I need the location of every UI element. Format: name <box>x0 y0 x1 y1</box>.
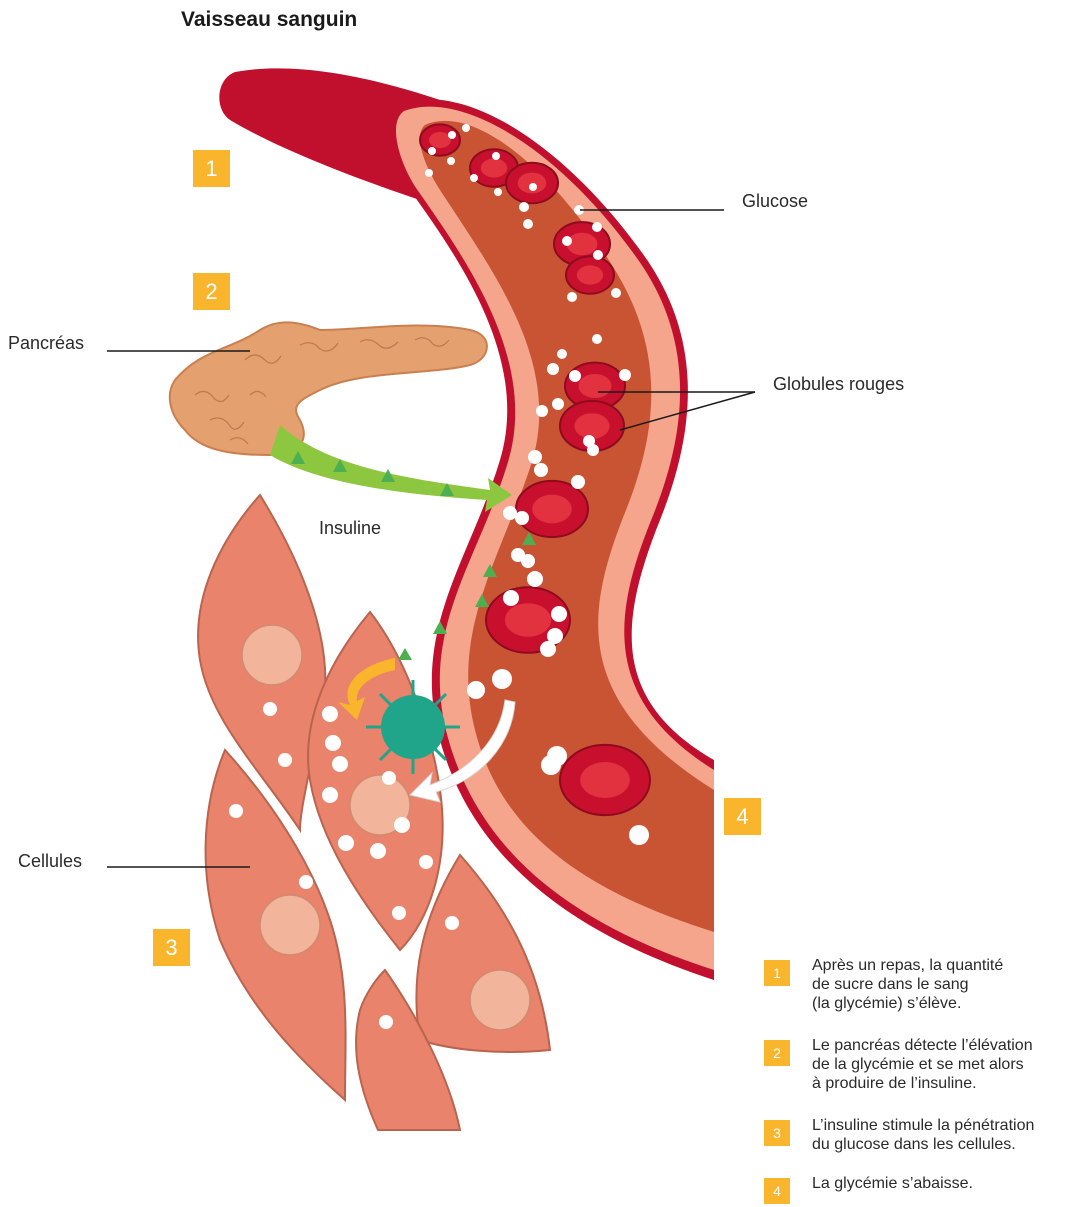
glucose-molecule <box>557 349 567 359</box>
glucose-molecule <box>370 843 386 859</box>
step-badge-2: 2 <box>193 273 230 310</box>
glucose-label: Glucose <box>742 191 808 212</box>
insulin-arrow <box>270 425 512 512</box>
legend: 1 Après un repas, la quantité de sucre d… <box>764 956 1069 1204</box>
glucose-molecule <box>523 219 533 229</box>
pancreas-label: Pancréas <box>8 333 84 354</box>
legend-badge: 2 <box>764 1040 790 1066</box>
nucleus <box>242 625 302 685</box>
nucleus <box>470 970 530 1030</box>
legend-item-4: 4 La glycémie s’abaisse. <box>764 1174 1069 1204</box>
glucose-molecule <box>611 288 621 298</box>
glucose-molecule <box>503 590 519 606</box>
glucose-molecule <box>322 787 338 803</box>
legend-badge: 4 <box>764 1178 790 1204</box>
glucose-molecule <box>325 735 341 751</box>
red-blood-cell <box>420 124 460 155</box>
glucose-molecule <box>462 124 470 132</box>
glucose-molecule <box>547 363 559 375</box>
legend-badge: 3 <box>764 1120 790 1146</box>
legend-text: Le pancréas détecte l’élévation de la gl… <box>812 1036 1033 1093</box>
glucose-molecule <box>229 804 243 818</box>
glucose-molecule <box>419 855 433 869</box>
glucose-molecule <box>587 444 599 456</box>
red-blood-cell <box>566 256 614 293</box>
glucose-molecule <box>322 706 338 722</box>
legend-item-3: 3 L’insuline stimule la pénétration du g… <box>764 1116 1069 1174</box>
glucose-molecule <box>278 753 292 767</box>
red-blood-cell <box>560 745 650 815</box>
legend-item-2: 2 Le pancréas détecte l’élévation de la … <box>764 1036 1069 1116</box>
glucose-molecule <box>394 817 410 833</box>
glucose-molecule <box>536 405 548 417</box>
legend-text: La glycémie s’abaisse. <box>812 1174 973 1193</box>
glucose-molecule <box>592 222 602 232</box>
step-badge-3: 3 <box>153 929 190 966</box>
glucose-molecule <box>428 147 436 155</box>
pancreas-organ <box>170 322 487 455</box>
glucose-molecule <box>551 606 567 622</box>
glucose-molecule <box>515 511 529 525</box>
glucose-molecule <box>593 250 603 260</box>
glucose-molecule <box>447 157 455 165</box>
glucose-molecule <box>567 292 577 302</box>
glucose-molecule <box>527 571 543 587</box>
glucose-molecule <box>470 174 478 182</box>
glucose-molecule <box>494 188 502 196</box>
glucose-molecule <box>541 755 561 775</box>
glucose-molecule <box>571 475 585 489</box>
glucose-molecule <box>552 398 564 410</box>
glucose-molecule <box>562 236 572 246</box>
glucose-molecule <box>448 131 456 139</box>
glucose-molecule <box>492 152 500 160</box>
legend-text: L’insuline stimule la pénétration du glu… <box>812 1116 1034 1154</box>
red-blood-cell <box>516 481 588 537</box>
glucose-molecule <box>379 1015 393 1029</box>
glucose-molecule <box>382 771 396 785</box>
diagram-title: Vaisseau sanguin <box>181 8 357 32</box>
glucose-molecule <box>332 756 348 772</box>
glucose-molecule <box>529 183 537 191</box>
globules-label: Globules rouges <box>773 374 904 395</box>
glucose-molecule <box>592 334 602 344</box>
glucose-molecule <box>467 681 485 699</box>
legend-text: Après un repas, la quantité de sucre dan… <box>812 956 1003 1013</box>
glucose-molecule <box>619 369 631 381</box>
glucose-molecule <box>540 641 556 657</box>
insuline-label: Insuline <box>319 518 381 539</box>
glucose-molecule <box>263 702 277 716</box>
glucose-molecule <box>492 669 512 689</box>
legend-item-1: 1 Après un repas, la quantité de sucre d… <box>764 956 1069 1036</box>
glucose-molecule <box>338 835 354 851</box>
glucose-molecule <box>528 450 542 464</box>
glucose-molecule <box>519 202 529 212</box>
nucleus <box>260 895 320 955</box>
step-badge-4: 4 <box>724 798 761 835</box>
glucose-molecule <box>534 463 548 477</box>
step-badge-1: 1 <box>193 150 230 187</box>
red-blood-cell <box>506 163 558 204</box>
glucose-molecule <box>521 554 535 568</box>
glucose-molecule <box>392 906 406 920</box>
cellules-label: Cellules <box>18 851 82 872</box>
glucose-molecule <box>503 506 517 520</box>
glucose-molecule <box>299 875 313 889</box>
legend-badge: 1 <box>764 960 790 986</box>
glucose-molecule <box>425 169 433 177</box>
glucose-molecule <box>629 825 649 845</box>
glucose-molecule <box>445 916 459 930</box>
glucose-molecule <box>569 370 581 382</box>
